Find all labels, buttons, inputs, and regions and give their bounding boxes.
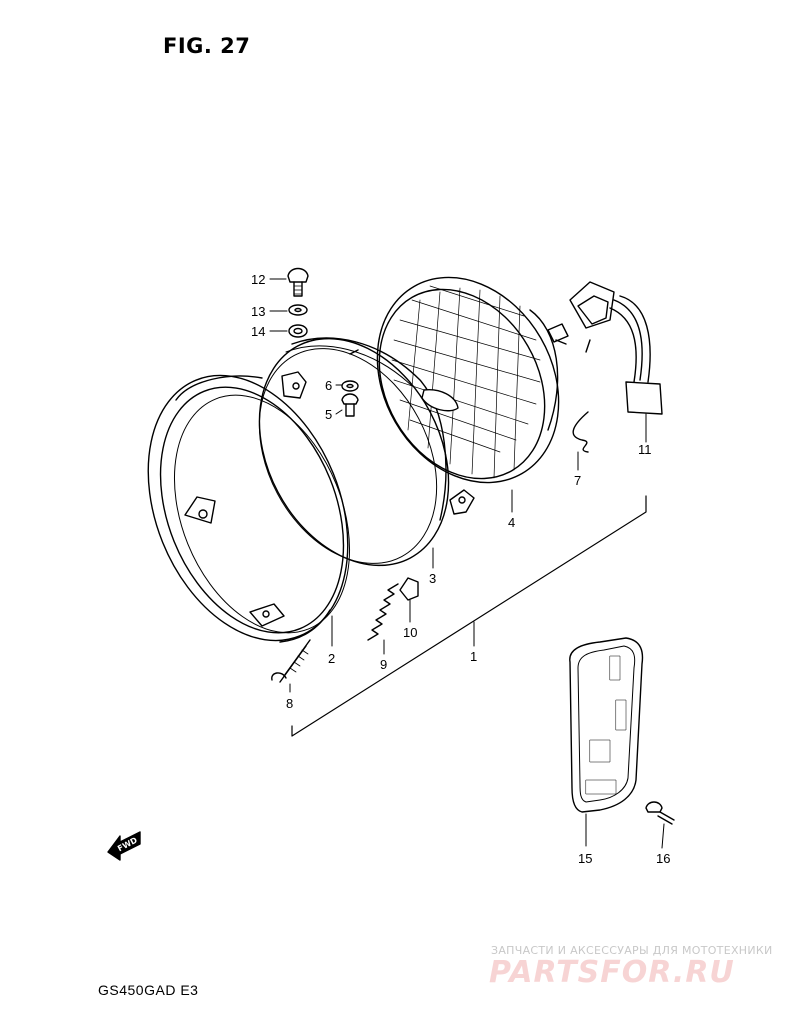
adjusting-spring	[367, 583, 399, 641]
callout-15: 15	[578, 851, 593, 866]
leader-lines	[269, 278, 665, 849]
callout-13: 13	[251, 304, 266, 319]
callout-10: 10	[403, 625, 418, 640]
callout-9: 9	[380, 657, 388, 672]
callout-1: 1	[470, 649, 478, 664]
callout-14: 14	[251, 324, 266, 339]
callout-3: 3	[429, 571, 437, 586]
watermark-logo: PARTSFOR.RU	[489, 955, 735, 990]
model-code: GS450GAD E3	[98, 982, 199, 998]
side-screw-stack	[341, 380, 359, 417]
callout-7: 7	[574, 473, 582, 488]
callout-8: 8	[286, 696, 294, 711]
figure-title: FIG. 27	[163, 34, 251, 58]
top-screw-stack	[287, 267, 309, 338]
callout-16: 16	[656, 851, 671, 866]
callout-2: 2	[328, 651, 336, 666]
headlight-case	[258, 337, 475, 567]
fwd-arrow-icon	[107, 831, 141, 861]
callout-6: 6	[325, 378, 333, 393]
headlight-rim	[147, 374, 351, 643]
callout-11: 11	[638, 442, 652, 457]
watermark-tagline: ЗАПЧАСТИ И АКСЕССУАРЫ ДЛЯ МОТОТЕХНИКИ	[491, 944, 773, 957]
adjusting-nut	[399, 577, 419, 601]
spring-clip	[572, 411, 589, 453]
sealed-beam-unit	[376, 276, 569, 484]
side-reflector	[569, 637, 644, 813]
reflector-screw	[645, 801, 675, 825]
wiring-connector	[569, 281, 663, 415]
adjusting-screw	[271, 639, 311, 683]
callout-4: 4	[508, 515, 516, 530]
callout-5: 5	[325, 407, 333, 422]
assembly-bracket	[291, 495, 647, 737]
callout-12: 12	[251, 272, 266, 287]
